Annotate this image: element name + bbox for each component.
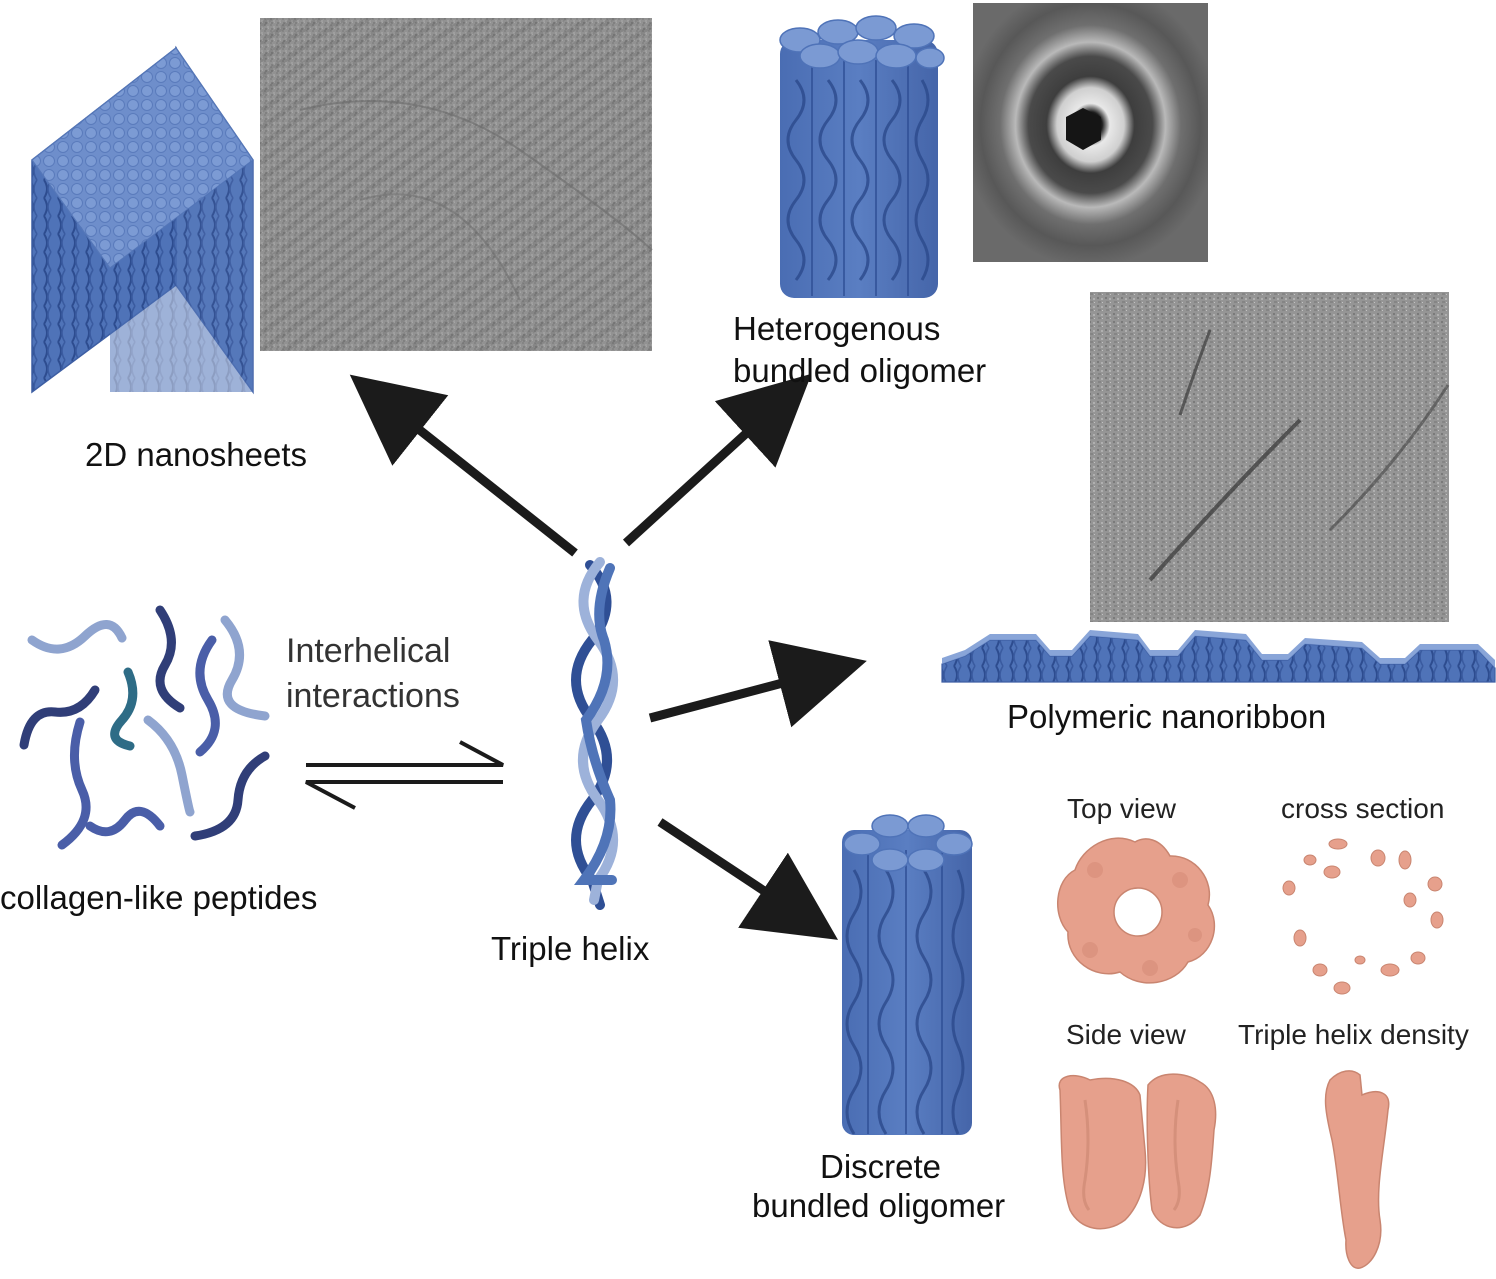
label-side-view: Side view: [1066, 1019, 1186, 1050]
label-interhelical-line2: interactions: [286, 677, 460, 715]
heterogenous-class-average-image: [973, 3, 1208, 262]
label-top-view: Top view: [1067, 793, 1176, 824]
nanoribbon-illustration: [941, 630, 1496, 683]
label-heterogenous-line2: bundled oligomer: [733, 352, 987, 389]
label-interhelical-line1: Interhelical: [286, 632, 451, 670]
triple-helix-illustration: [571, 557, 618, 910]
label-discrete-line1: Discrete: [820, 1148, 942, 1185]
label-collagen-like-peptides: collagen-like peptides: [0, 879, 318, 916]
label-triple-helix-density: Triple helix density: [1238, 1019, 1469, 1050]
reaction-arrows: [349, 373, 867, 940]
equilibrium-arrows: [305, 740, 504, 810]
discrete-oligomer-illustration: [842, 814, 973, 1135]
label-heterogenous-line1: Heterogenous: [733, 310, 941, 347]
label-polymeric-nanoribbon: Polymeric nanoribbon: [1007, 698, 1327, 735]
nanoribbon-micrograph: [1090, 292, 1450, 622]
density-side-view: [1058, 1073, 1217, 1230]
label-discrete-line2: bundled oligomer: [752, 1187, 1006, 1224]
density-top-view: [1057, 837, 1216, 984]
heterogenous-oligomer-illustration: [779, 15, 945, 298]
peptide-strands: [19, 605, 270, 850]
label-cross-section: cross section: [1281, 793, 1445, 824]
density-cross-section: [1282, 838, 1444, 995]
nanosheet-micrograph: [260, 18, 653, 351]
density-triple-helix: [1324, 1070, 1390, 1269]
label-triple-helix: Triple helix: [491, 930, 650, 967]
nanosheet-block-illustration: [31, 45, 254, 395]
label-2d-nanosheets: 2D nanosheets: [85, 436, 307, 473]
